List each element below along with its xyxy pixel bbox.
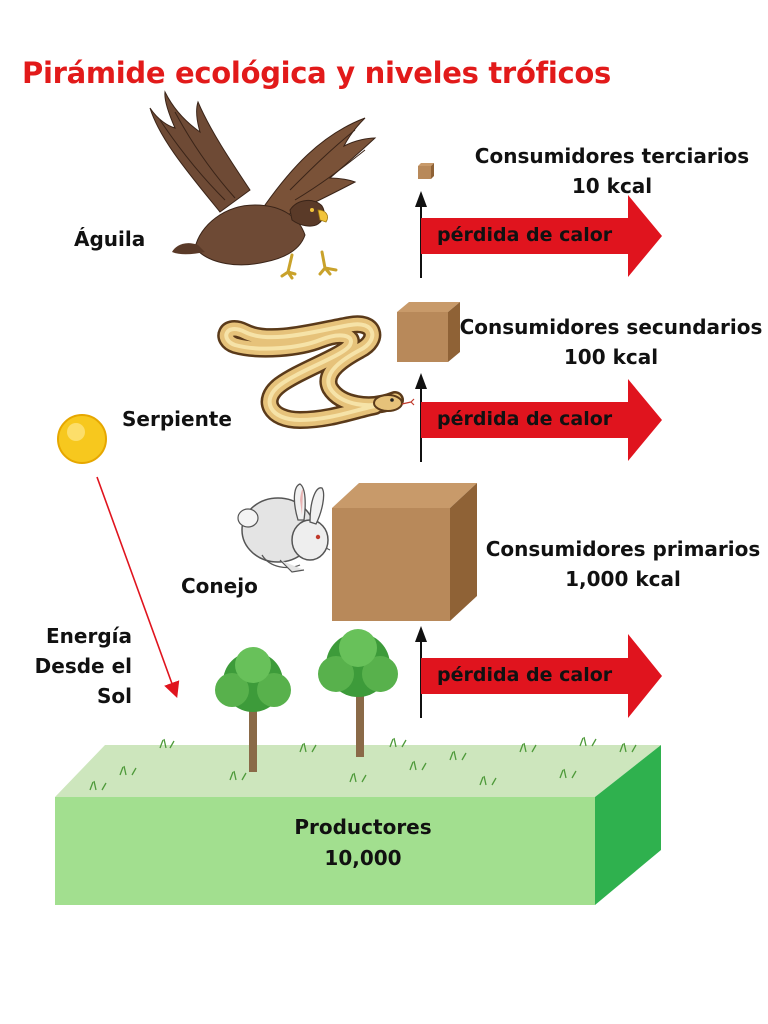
tree-icon bbox=[318, 629, 398, 757]
secondary-name: Consumidores secundarios bbox=[459, 315, 763, 339]
secondary-value: 100 kcal bbox=[563, 345, 659, 369]
sun-label-line-1: Energía bbox=[46, 624, 132, 648]
rabbit-label: Conejo bbox=[181, 574, 258, 598]
tree-icon bbox=[215, 647, 291, 772]
producers-label: Productores 10,000 bbox=[248, 812, 478, 874]
snake-icon bbox=[217, 315, 415, 430]
page-title: Pirámide ecológica y niveles tróficos bbox=[22, 56, 611, 90]
tertiary-consumers-box bbox=[418, 163, 434, 179]
rabbit-icon bbox=[237, 483, 331, 573]
producers-value: 10,000 bbox=[324, 846, 402, 870]
producers-block bbox=[55, 736, 661, 905]
tertiary-name: Consumidores terciarios bbox=[474, 144, 750, 168]
secondary-label: Consumidores secundarios 100 kcal bbox=[458, 312, 764, 372]
heat-loss-arrow bbox=[421, 634, 662, 718]
heat-loss-label-top: pérdida de calor bbox=[437, 224, 613, 246]
tertiary-value: 10 kcal bbox=[571, 174, 653, 198]
sun-label-line-2: Desde el bbox=[34, 654, 132, 678]
sun-energy-label: Energía Desde el Sol bbox=[20, 621, 132, 711]
sun-energy-arrow bbox=[96, 476, 180, 699]
heat-loss-label-bottom: pérdida de calor bbox=[437, 664, 613, 686]
heat-loss-arrow bbox=[421, 195, 662, 277]
eagle-icon bbox=[149, 90, 377, 280]
heat-loss-arrow bbox=[421, 379, 662, 461]
sun-icon bbox=[57, 414, 107, 464]
tertiary-label: Consumidores terciarios 10 kcal bbox=[462, 141, 762, 201]
primary-name: Consumidores primarios bbox=[485, 537, 761, 561]
heat-loss-label-middle: pérdida de calor bbox=[437, 408, 613, 430]
primary-consumers-box bbox=[332, 483, 477, 621]
sun-label-line-3: Sol bbox=[97, 684, 132, 708]
secondary-consumers-box bbox=[397, 302, 460, 362]
primary-label: Consumidores primarios 1,000 kcal bbox=[478, 534, 768, 594]
snake-label: Serpiente bbox=[122, 407, 232, 431]
eagle-label: Águila bbox=[74, 227, 146, 251]
primary-value: 1,000 kcal bbox=[565, 567, 681, 591]
producers-name: Productores bbox=[294, 815, 432, 839]
